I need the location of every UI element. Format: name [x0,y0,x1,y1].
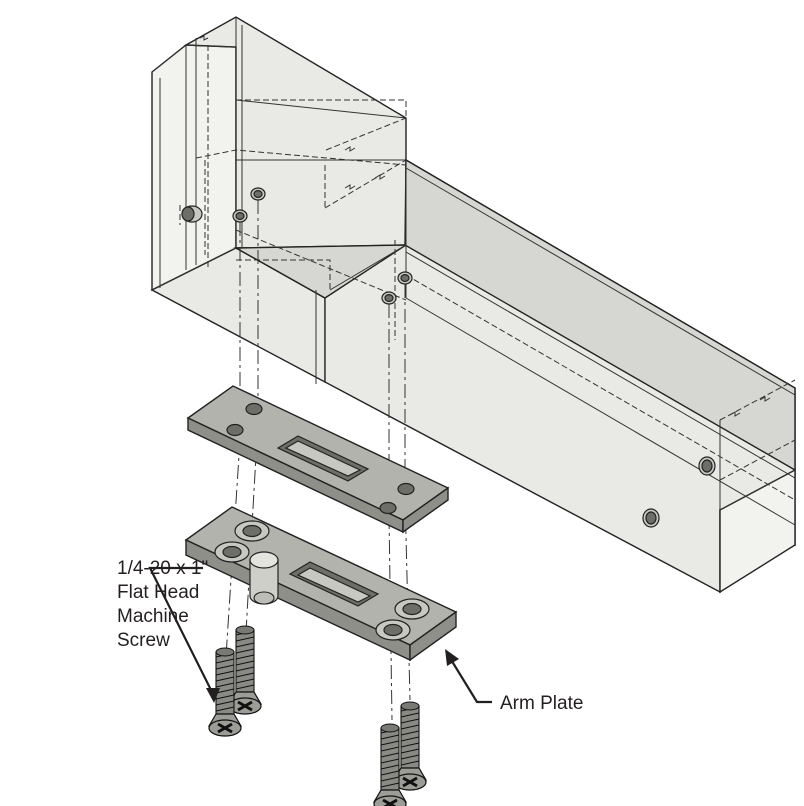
arm-plate-hole-3 [402,602,422,616]
screw-leader-line [148,566,215,697]
housing-threaded-hole-2 [232,209,248,223]
housing-threaded-hole-1 [250,187,266,201]
plate-hole-1 [245,402,263,416]
arm-plate-hole-2 [222,545,242,559]
screw-label-line-2: Flat Head [117,582,199,603]
arm-plate-label: Arm Plate [500,693,583,714]
plate-hole-4 [379,501,397,515]
arm-plate [184,506,458,662]
housing-threaded-hole-3 [397,271,413,285]
housing-threaded-hole-5 [698,456,716,476]
side-boss [181,205,203,223]
screw-callout: 1/4-20 x 1" Flat Head Machine Screw [117,558,220,703]
housing-left-face [151,44,237,292]
arm-plate-callout: Arm Plate [445,649,583,714]
arm-plate-hole-1 [242,524,262,538]
pivot-pin [249,551,279,605]
screw-leader-arrow [206,688,220,703]
arm-plate-leader-arrow [445,649,459,666]
arm-plate-leader-line [449,657,492,704]
housing-threaded-hole-4 [381,291,397,305]
housing-threaded-hole-6 [642,508,660,528]
plate-hole-3 [397,482,415,496]
screw-label-line-4: Screw [117,630,170,651]
arm-plate-hole-4 [383,623,403,637]
mounting-plate [186,385,450,534]
header-housing [150,16,796,594]
plate-hole-2 [226,423,244,437]
